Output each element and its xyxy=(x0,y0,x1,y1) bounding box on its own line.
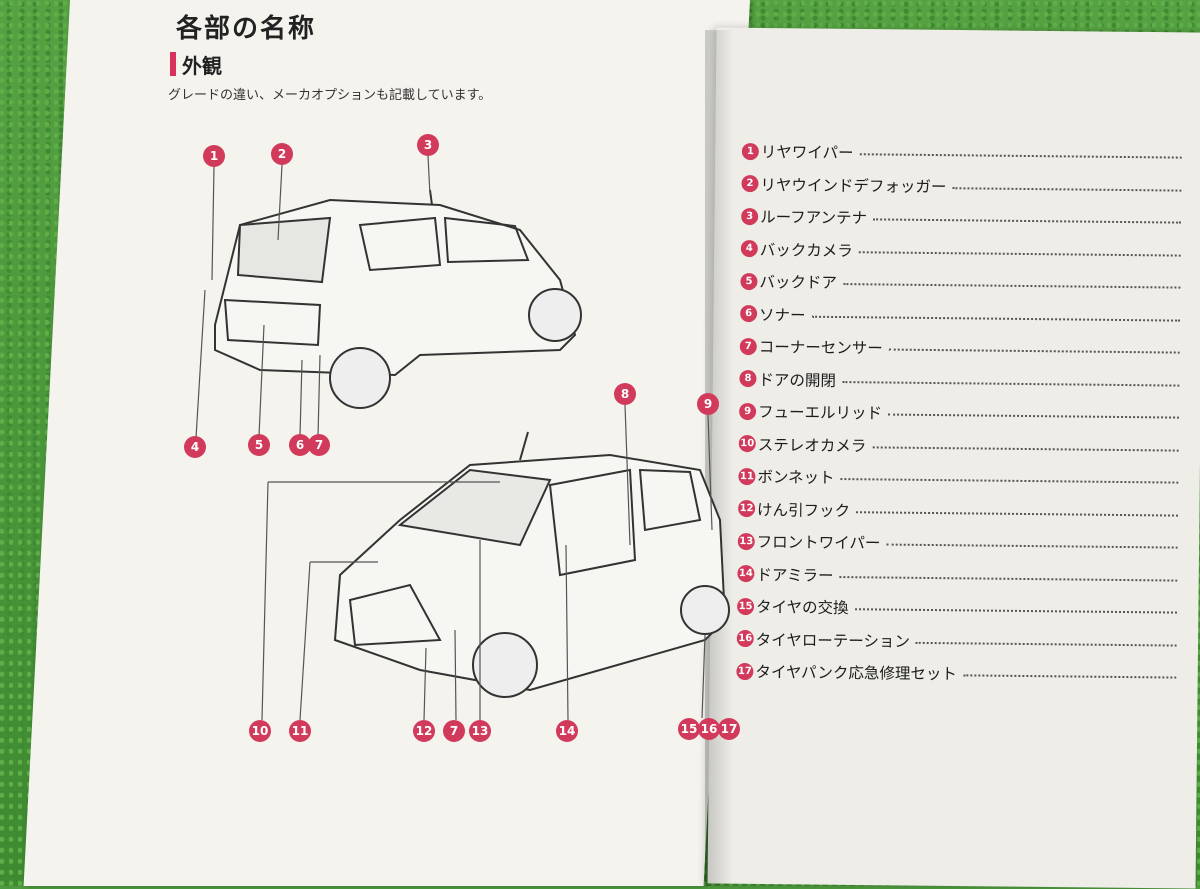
leader-dots xyxy=(840,478,1179,484)
item-number: 8 xyxy=(739,370,757,388)
item-label: タイヤパンク応急修理セット xyxy=(755,663,957,684)
leader-dots xyxy=(888,413,1180,419)
callout-5-back-door: 5 xyxy=(248,434,270,456)
item-label: コーナーセンサー xyxy=(758,338,883,358)
item-label: ステレオカメラ xyxy=(757,435,867,456)
callout-7-corner-sensor-front: 7 xyxy=(443,720,465,742)
callout-12-tow-hook: 12 xyxy=(413,720,435,742)
item-label: バックカメラ xyxy=(759,240,853,260)
item-number: 5 xyxy=(740,272,758,290)
item-number: 2 xyxy=(741,175,759,193)
callout-14-door-mirror: 14 xyxy=(556,720,578,742)
callout-8-door: 8 xyxy=(614,383,636,405)
item-number: 14 xyxy=(737,565,755,583)
item-label: タイヤの交換 xyxy=(755,598,849,618)
callout-6-sonar: 6 xyxy=(289,434,311,456)
callout-15-tire-change: 15 xyxy=(678,718,700,740)
item-number: 3 xyxy=(741,207,759,225)
item-label: ルーフアンテナ xyxy=(760,208,868,228)
section-marker xyxy=(170,52,176,76)
leader-dots xyxy=(854,608,1178,614)
callout-4-back-camera: 4 xyxy=(184,436,206,458)
callout-9-fuel-lid: 9 xyxy=(697,393,719,415)
item-number: 13 xyxy=(737,532,755,550)
item-label: ドアミラー xyxy=(756,565,834,585)
section-title: 外観 xyxy=(182,54,222,78)
item-number: 9 xyxy=(739,402,757,420)
rear-car-illustration xyxy=(214,189,582,409)
leader-dots xyxy=(872,446,1179,452)
leader-dots xyxy=(841,380,1180,387)
item-label: リヤワイパー xyxy=(760,143,854,163)
callout-13-front-wiper: 13 xyxy=(469,720,491,742)
grade-note: グレードの違い、メーカオプションも記載しています。 xyxy=(168,88,492,103)
item-label: ソナー xyxy=(759,305,806,325)
item-label: リヤウインドデフォッガー xyxy=(760,175,947,196)
callout-10-stereo-camera: 10 xyxy=(249,720,271,742)
page-title: 各部の名称 xyxy=(176,14,317,44)
item-number: 15 xyxy=(736,597,755,615)
leader-dots xyxy=(811,315,1181,322)
callout-7-corner-sensor-rear: 7 xyxy=(308,434,330,456)
leader-dots xyxy=(842,283,1181,289)
item-number: 6 xyxy=(740,305,758,323)
leader-dots xyxy=(915,641,1177,647)
leader-dots xyxy=(839,575,1178,582)
item-number: 17 xyxy=(736,662,754,680)
callout-17-puncture-kit: 17 xyxy=(718,718,740,740)
item-label: フロントワイパー xyxy=(756,533,881,553)
leader-dots xyxy=(856,510,1179,517)
callout-16-tire-rotation: 16 xyxy=(698,718,720,740)
leader-dots xyxy=(888,348,1180,354)
item-label: けん引フック xyxy=(756,500,851,520)
leader-dots xyxy=(873,218,1182,224)
callout-11-bonnet: 11 xyxy=(289,720,311,742)
item-number: 1 xyxy=(741,142,759,160)
item-label: タイヤローテーション xyxy=(755,630,911,651)
leader-dots xyxy=(886,543,1178,549)
item-number: 7 xyxy=(739,337,757,355)
leader-dots xyxy=(858,250,1181,257)
item-label: ボンネット xyxy=(757,468,835,488)
item-label: フューエルリッド xyxy=(758,403,883,423)
item-number: 12 xyxy=(737,500,756,518)
leader-dots xyxy=(962,674,1177,679)
item-number: 10 xyxy=(738,435,756,453)
callout-3-roof-antenna: 3 xyxy=(417,134,439,156)
item-number: 16 xyxy=(736,630,754,648)
leader-dots xyxy=(859,153,1182,159)
callout-1-rear-wiper: 1 xyxy=(203,145,225,167)
front-car-illustration xyxy=(333,431,730,698)
item-label: バックドア xyxy=(759,273,838,293)
item-number: 4 xyxy=(740,240,758,258)
item-label: ドアの開閉 xyxy=(758,370,837,390)
leader-dots xyxy=(952,186,1182,192)
callout-2-rear-defogger: 2 xyxy=(271,143,293,165)
item-number: 11 xyxy=(738,467,756,485)
